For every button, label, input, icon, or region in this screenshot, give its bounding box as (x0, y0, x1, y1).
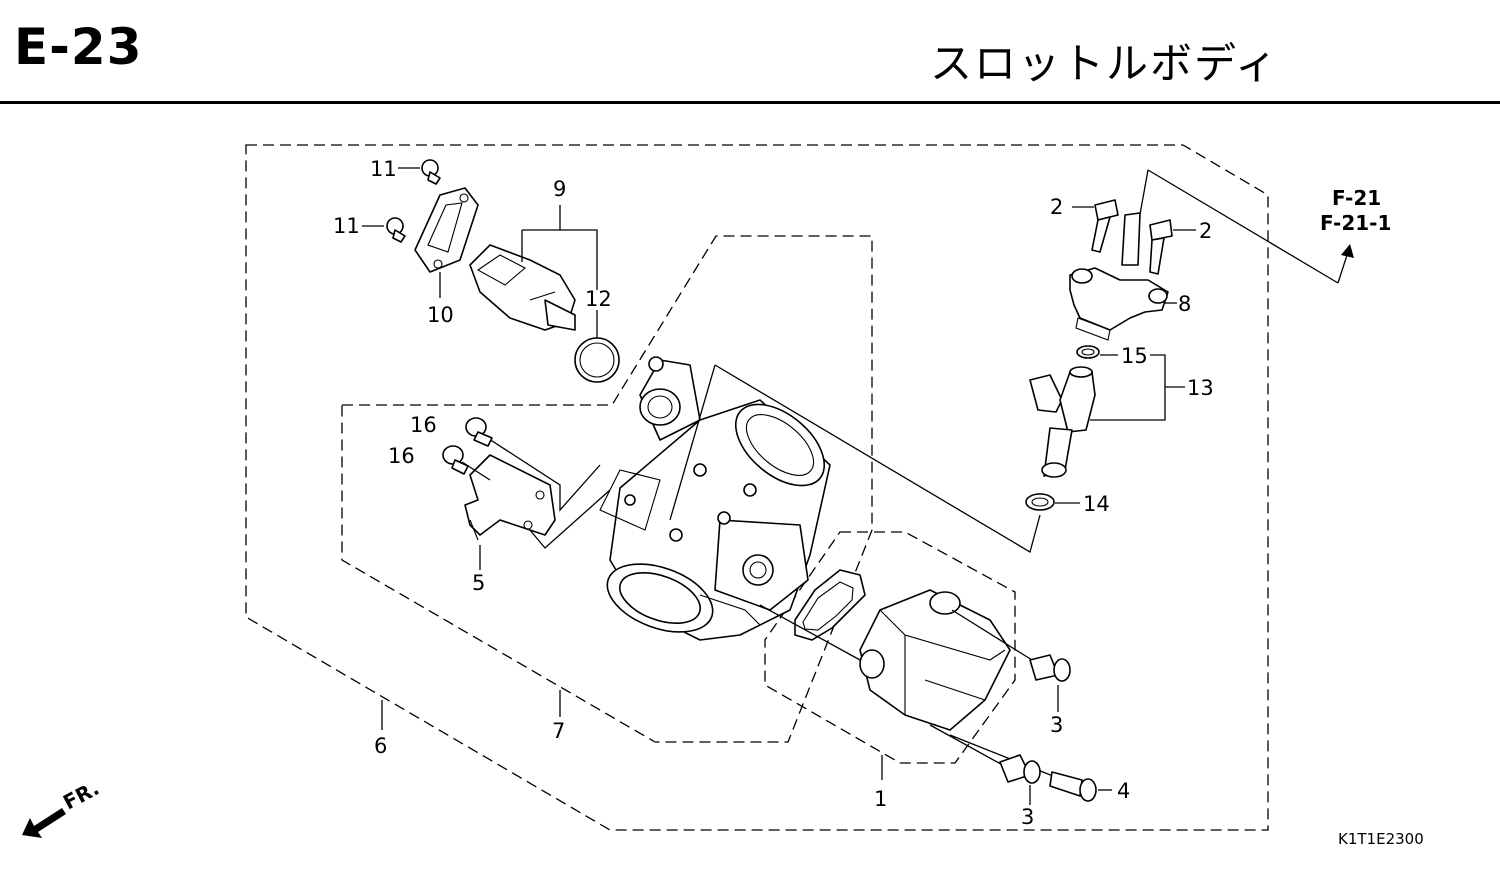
callout-9: 9 (553, 177, 566, 201)
page-title: スロットルボディ (930, 39, 1280, 88)
leader-screw-16a (485, 436, 601, 512)
reference-leader (1147, 169, 1339, 284)
reference-label[interactable]: F-21-1 (1320, 211, 1391, 235)
callout-4: 4 (1117, 779, 1130, 803)
bracket-5 (464, 454, 556, 541)
bolt-3-lower (999, 754, 1041, 784)
leader-gasket-throttle (759, 604, 861, 661)
bolt-4 (1049, 771, 1097, 802)
callout-14: 14 (1083, 492, 1110, 516)
gasket-10 (414, 187, 479, 273)
reference-leader-rise (1337, 251, 1349, 284)
callout-11: 11 (333, 214, 360, 238)
callout-2: 2 (1199, 219, 1212, 243)
screw-16-lower (442, 445, 469, 475)
front-direction-arrow-icon (22, 808, 66, 838)
leader-bolt-3-upper (951, 609, 1033, 661)
callout-16: 16 (410, 413, 437, 437)
callout-8: 8 (1178, 292, 1191, 316)
seal-14 (1025, 493, 1055, 511)
pipe-8 (1069, 212, 1169, 341)
injector-to-throttle (714, 364, 1041, 553)
injector-13 (1029, 366, 1096, 478)
leader-bolt-3-lower (929, 724, 1009, 769)
header-divider (0, 101, 1500, 104)
callout-1: 1 (874, 787, 887, 811)
callout-6: 6 (374, 734, 387, 758)
callout-11: 11 (370, 157, 397, 181)
bolt-2-right (1149, 219, 1173, 275)
callout-2: 2 (1050, 195, 1063, 219)
reference-arrow-icon (1341, 244, 1354, 258)
screw-16-upper (465, 417, 493, 447)
bracket-9-12 (521, 205, 598, 290)
direction-marker: FR. (59, 776, 103, 815)
assembly-boundary-1 (764, 531, 1016, 764)
reference-label[interactable]: F-21 (1332, 186, 1381, 210)
throttle-body (599, 356, 831, 641)
bolt-2-left (1091, 199, 1119, 253)
callout-13: 13 (1187, 376, 1214, 400)
callout-3: 3 (1050, 713, 1063, 737)
callout-5: 5 (472, 571, 485, 595)
callout-3: 3 (1021, 805, 1034, 829)
page-code: E-23 (14, 18, 143, 76)
bolt-3-upper (1029, 654, 1071, 682)
assembly-boundary-6 (245, 144, 1269, 831)
diagram-code: K1T1E2300 (1338, 830, 1424, 848)
throttle-port-leader (669, 364, 716, 521)
callout-15: 15 (1121, 344, 1148, 368)
throttle-actuator-gasket (794, 569, 866, 641)
screw-11-lower (386, 217, 406, 243)
assembly-boundary-7 (341, 235, 873, 743)
callout-16: 16 (388, 444, 415, 468)
callout-12: 12 (585, 287, 612, 311)
o-ring-12 (574, 337, 620, 383)
callout-10: 10 (427, 303, 454, 327)
screw-11-upper (421, 159, 441, 185)
callout-7: 7 (552, 719, 565, 743)
throttle-actuator (859, 589, 1011, 731)
seal-15 (1076, 345, 1100, 359)
leader-bracket-5 (529, 489, 611, 549)
sensor-9 (469, 244, 576, 331)
bracket-13 (1090, 354, 1185, 421)
